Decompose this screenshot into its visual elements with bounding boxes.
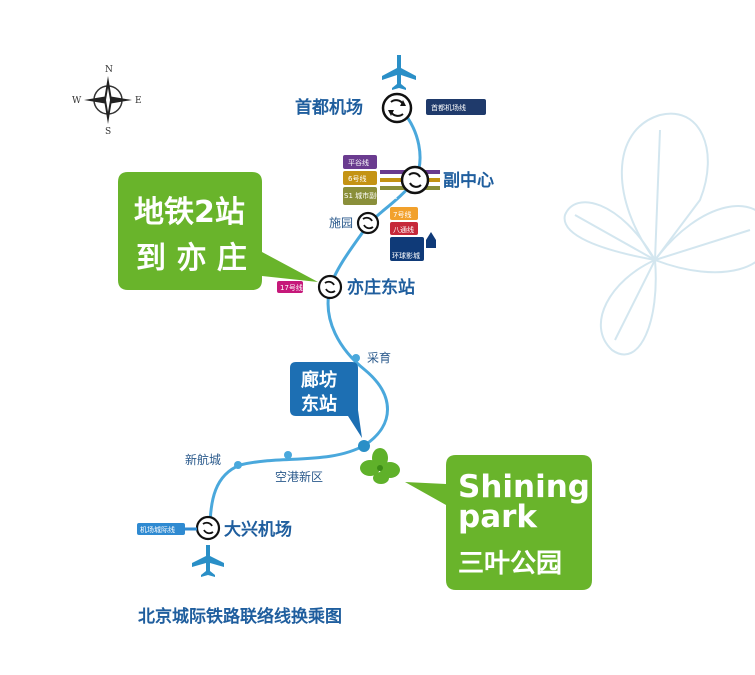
line-tag-line6: 6号线 (343, 171, 377, 185)
compass-s: S (105, 127, 111, 137)
svg-text:八通线: 八通线 (393, 225, 414, 234)
svg-text:环球影城: 环球影城 (392, 251, 420, 260)
compass-n: N (105, 65, 113, 75)
transfer-icon (195, 515, 221, 541)
subway-callout: 地铁2站 到 亦 庄 (118, 172, 318, 290)
svg-text:机场城际线: 机场城际线 (140, 525, 175, 534)
transfer-icon (400, 165, 430, 195)
svg-text:首都机场线: 首都机场线 (431, 103, 466, 112)
subway-callout-line2: 到 亦 庄 (136, 241, 247, 276)
station-label-konggang: 空港新区 (275, 469, 323, 484)
svg-text:7号线: 7号线 (393, 210, 411, 219)
langfang-callout-line1: 廊坊 (301, 369, 337, 391)
clover-icon (360, 448, 400, 484)
station-dot (358, 440, 370, 452)
compass-e: E (135, 96, 142, 106)
compass-w: W (72, 96, 82, 106)
compass-rose: N S E W (72, 65, 142, 137)
station-label-capital-airport: 首都机场 (295, 97, 363, 118)
shining-park-line2: park (458, 499, 538, 535)
shining-park-line1: Shining (458, 469, 590, 505)
transfer-icon (381, 92, 413, 124)
airplane-icon (192, 545, 224, 577)
station-label-caiyu: 采育 (367, 350, 391, 365)
langfang-callout-line2: 东站 (301, 393, 337, 415)
shining-park-line3: 三叶公园 (458, 549, 562, 579)
transfer-icon (317, 274, 343, 300)
shining-park-callout: Shining park 三叶公园 (405, 455, 592, 590)
station-dot (234, 461, 242, 469)
line-tag-batong: 八通线 (390, 222, 418, 235)
svg-text:平谷线: 平谷线 (348, 158, 369, 167)
map-title: 北京城际铁路联络线换乘图 (138, 606, 342, 627)
line-tag-pinggu: 平谷线 (343, 155, 377, 169)
transfer-icon (356, 211, 380, 235)
svg-text:6号线: 6号线 (348, 174, 366, 183)
station-label-xinhangcheng: 新航城 (185, 452, 221, 467)
line-tag-daxing-link: 机场城际线 (137, 523, 185, 535)
clover-watermark (563, 112, 755, 356)
svg-text:17号线: 17号线 (280, 283, 303, 292)
line-tag-s1: S1 城市副中心线 (343, 187, 397, 205)
castle-icon (426, 232, 436, 248)
langfang-callout: 廊坊 东站 (290, 362, 362, 438)
station-dot (284, 451, 292, 459)
line-tag-line17: 17号线 (277, 281, 303, 293)
station-label-shiyuan: 施园 (329, 216, 353, 230)
station-label-yizhuang-east: 亦庄东站 (347, 277, 415, 298)
station-label-sub-center: 副中心 (443, 170, 494, 191)
line-tag-capital-airport: 首都机场线 (426, 99, 486, 115)
station-label-daxing-airport: 大兴机场 (224, 519, 292, 540)
airplane-icon (382, 55, 416, 90)
subway-callout-line1: 地铁2站 (134, 195, 245, 230)
line-tag-huanqiu: 环球影城 (390, 237, 424, 261)
svg-text:S1 城市副中心线: S1 城市副中心线 (344, 191, 397, 200)
line-tag-line7: 7号线 (390, 207, 418, 220)
station-dot (352, 354, 360, 362)
